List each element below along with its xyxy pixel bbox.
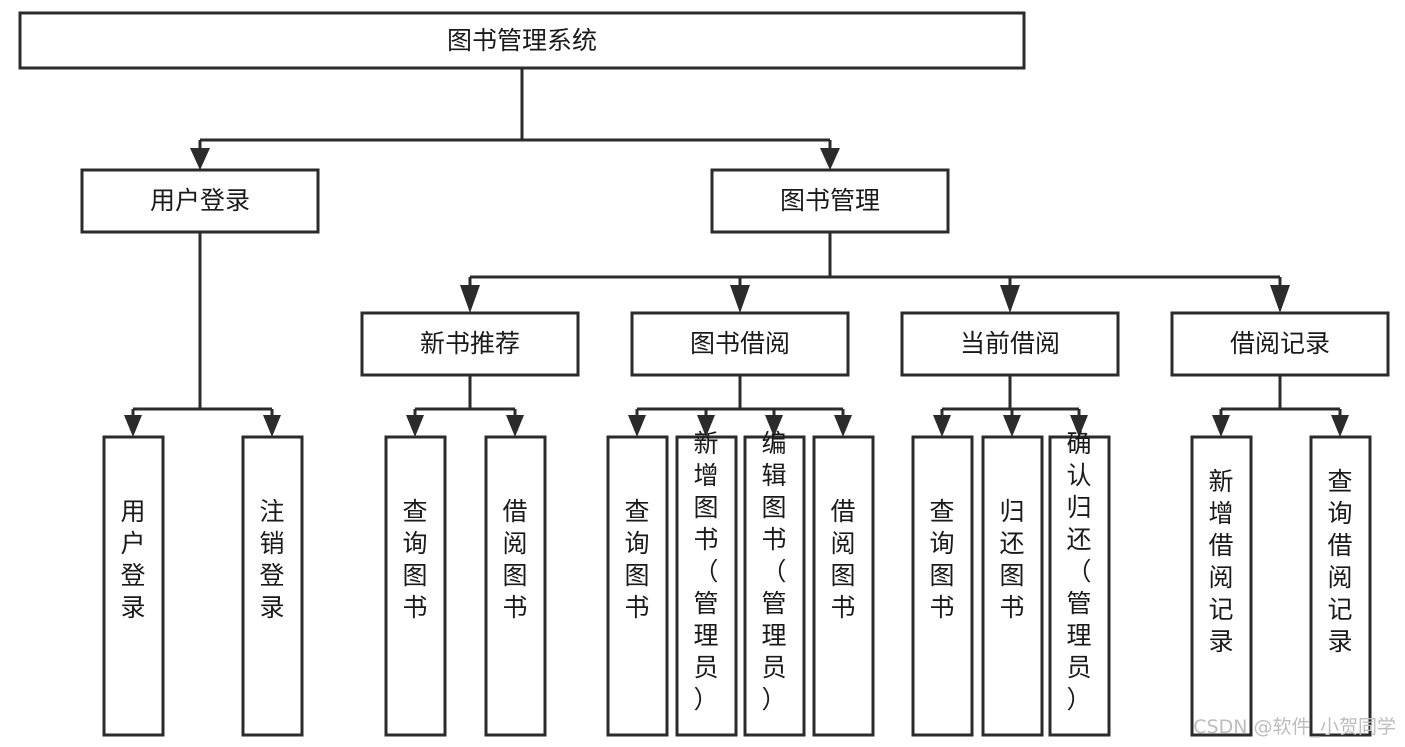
node-leaf-add-record-box[interactable] xyxy=(1190,435,1253,737)
nodes-layer: 图书管理系统 用户登录 图书管理 新书推荐 图书借阅 xyxy=(18,11,1390,737)
node-leaf-logout[interactable]: 注销登录 xyxy=(241,435,304,737)
node-leaf-query-book-rec[interactable]: 查询图书 xyxy=(384,435,447,737)
arrow-head-icon-leaf-query-record xyxy=(1331,415,1349,437)
node-borrow-record[interactable]: 借阅记录 xyxy=(1170,311,1390,377)
node-leaf-add-record[interactable]: 新增借阅记录 xyxy=(1190,435,1253,737)
node-leaf-edit-book-admin-box[interactable] xyxy=(743,435,806,737)
arrow-head-icon-leaf-logout xyxy=(263,415,281,437)
node-new-book-recommend-label: 新书推荐 xyxy=(420,329,520,358)
node-leaf-confirm-return-admin-box[interactable] xyxy=(1048,435,1111,737)
node-borrow-record-label: 借阅记录 xyxy=(1230,329,1330,358)
node-leaf-add-book-admin-label: 新增图书（管理员） xyxy=(693,429,718,714)
node-book-borrow-box[interactable] xyxy=(630,311,850,377)
arrow-head-icon-user-login xyxy=(190,148,210,170)
node-current-borrow[interactable]: 当前借阅 xyxy=(900,311,1120,377)
node-leaf-borrow-book-borrow[interactable]: 借阅图书 xyxy=(812,435,875,737)
node-leaf-add-book-admin[interactable]: 新增图书（管理员） xyxy=(675,429,738,737)
arrow-head-icon-leaf-query-book-rec xyxy=(406,415,424,437)
arrow-head-icon-book-manage xyxy=(820,148,840,170)
node-new-book-recommend-box[interactable] xyxy=(360,311,580,377)
node-current-borrow-box[interactable] xyxy=(900,311,1120,377)
node-leaf-return-book-box[interactable] xyxy=(981,435,1044,737)
node-leaf-confirm-return-admin-label: 确认归还（管理员） xyxy=(1066,429,1091,714)
node-user-login[interactable]: 用户登录 xyxy=(80,168,320,234)
node-leaf-query-book-borrow-box[interactable] xyxy=(606,435,669,737)
node-book-manage[interactable]: 图书管理 xyxy=(710,168,950,234)
node-leaf-edit-book-admin-label: 编辑图书（管理员） xyxy=(761,429,786,714)
arrow-head-icon-leaf-borrow-book-rec xyxy=(506,415,524,437)
node-leaf-borrow-book-borrow-label: 借阅图书 xyxy=(830,497,855,622)
arrow-head-icon-leaf-borrow-book-borrow xyxy=(834,415,852,437)
arrow-head-icon-new-book-recommend xyxy=(460,285,480,313)
node-leaf-confirm-return-admin[interactable]: 确认归还（管理员） xyxy=(1048,429,1111,737)
node-leaf-return-book[interactable]: 归还图书 xyxy=(981,435,1044,737)
arrow-head-icon-leaf-user-login xyxy=(124,415,142,437)
node-leaf-borrow-book-rec[interactable]: 借阅图书 xyxy=(484,435,547,737)
node-root-box[interactable] xyxy=(18,11,1026,70)
connectors-layer xyxy=(124,68,1349,437)
node-user-login-label: 用户登录 xyxy=(150,186,250,215)
watermark-label: CSDN @软件_小贺同学 xyxy=(1193,716,1396,738)
arrow-head-icon-leaf-return-book xyxy=(1003,415,1021,437)
node-leaf-query-book-borrow[interactable]: 查询图书 xyxy=(606,435,669,737)
node-leaf-query-book-cur-box[interactable] xyxy=(911,435,974,737)
arrow-head-icon-leaf-add-record xyxy=(1212,415,1230,437)
arrow-head-icon-leaf-confirm-return-admin xyxy=(1070,415,1088,437)
node-leaf-borrow-book-rec-label: 借阅图书 xyxy=(502,497,527,622)
node-leaf-add-record-label: 新增借阅记录 xyxy=(1208,467,1233,656)
node-leaf-query-record-label: 查询借阅记录 xyxy=(1327,467,1352,656)
arrow-head-icon-leaf-query-book-borrow xyxy=(628,415,646,437)
node-current-borrow-label: 当前借阅 xyxy=(960,329,1060,358)
node-leaf-user-login-box[interactable] xyxy=(102,435,165,737)
node-root-label: 图书管理系统 xyxy=(447,26,597,55)
node-leaf-query-book-rec-label: 查询图书 xyxy=(402,497,427,622)
node-leaf-add-book-admin-box[interactable] xyxy=(675,435,738,737)
arrow-head-icon-leaf-edit-book-admin xyxy=(765,415,783,437)
node-leaf-query-book-rec-box[interactable] xyxy=(384,435,447,737)
arrow-head-icon-leaf-query-book-cur xyxy=(933,415,951,437)
node-leaf-query-record[interactable]: 查询借阅记录 xyxy=(1309,435,1372,737)
node-leaf-user-login[interactable]: 用户登录 xyxy=(102,435,165,737)
node-borrow-record-box[interactable] xyxy=(1170,311,1390,377)
node-leaf-borrow-book-borrow-box[interactable] xyxy=(812,435,875,737)
node-user-login-box[interactable] xyxy=(80,168,320,234)
arrow-head-icon-current-borrow xyxy=(1000,285,1020,313)
arrow-head-icon-book-borrow xyxy=(730,285,750,313)
arrow-head-icon-leaf-add-book-admin xyxy=(697,415,715,437)
node-leaf-return-book-label: 归还图书 xyxy=(999,497,1024,622)
node-leaf-logout-box[interactable] xyxy=(241,435,304,737)
node-leaf-query-book-cur-label: 查询图书 xyxy=(929,497,954,622)
arrow-head-icon-borrow-record xyxy=(1270,285,1290,313)
node-book-manage-label: 图书管理 xyxy=(780,186,880,215)
node-leaf-user-login-label: 用户登录 xyxy=(120,497,145,622)
node-leaf-query-book-borrow-label: 查询图书 xyxy=(624,497,649,622)
node-leaf-edit-book-admin[interactable]: 编辑图书（管理员） xyxy=(743,429,806,737)
node-book-borrow-label: 图书借阅 xyxy=(690,329,790,358)
node-book-borrow[interactable]: 图书借阅 xyxy=(630,311,850,377)
node-leaf-borrow-book-rec-box[interactable] xyxy=(484,435,547,737)
node-leaf-query-record-box[interactable] xyxy=(1309,435,1372,737)
node-root[interactable]: 图书管理系统 xyxy=(18,11,1026,70)
node-leaf-query-book-cur[interactable]: 查询图书 xyxy=(911,435,974,737)
node-leaf-logout-label: 注销登录 xyxy=(259,497,284,622)
node-book-manage-box[interactable] xyxy=(710,168,950,234)
node-new-book-recommend[interactable]: 新书推荐 xyxy=(360,311,580,377)
